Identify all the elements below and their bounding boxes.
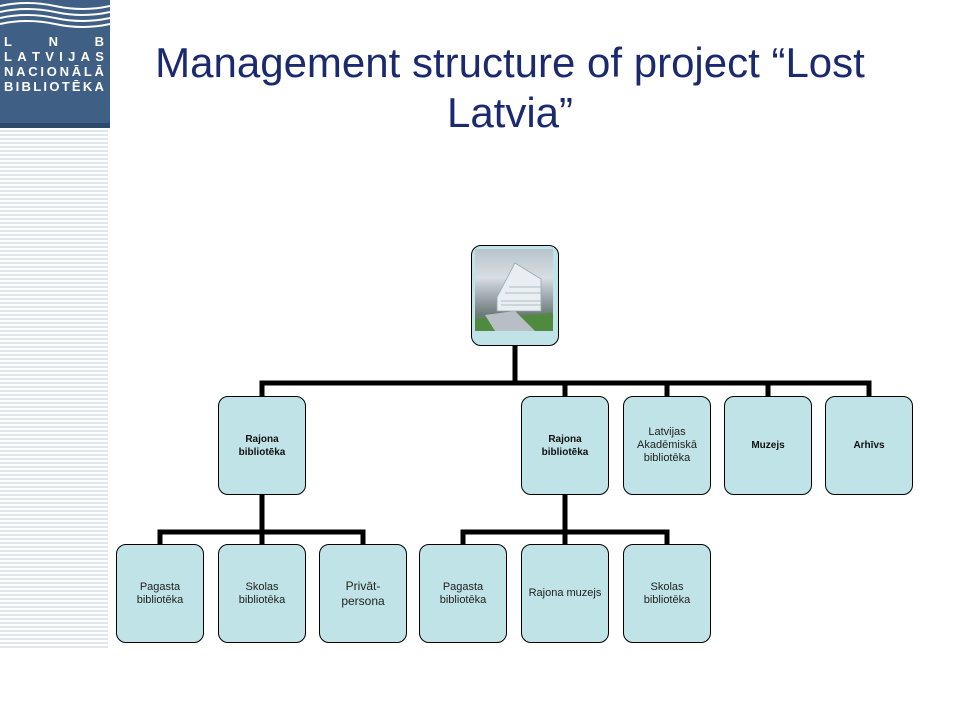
logo-letter: O: [46, 64, 57, 79]
node-latvijas-akademiska-biblioteka: Latvijas Akadēmiskā bibliotēka: [623, 396, 711, 495]
logo-letter: A: [16, 64, 26, 79]
logo-letter: J: [68, 49, 76, 64]
logo-letter: I: [15, 79, 20, 94]
logo-letter: C: [28, 64, 38, 79]
logo-letter: N: [4, 64, 14, 79]
logo-letter: T: [31, 49, 40, 64]
building-icon: [475, 262, 553, 331]
waves-icon: [0, 2, 110, 28]
logo-letter: B: [94, 34, 104, 49]
logo-letter: O: [49, 79, 60, 94]
node-muzejs: Muzejs: [724, 396, 812, 495]
logo-letter: Ā: [94, 64, 104, 79]
node-a-pagasta-biblioteka: Pagasta bibliotēka: [116, 544, 204, 643]
logo-letter: N: [59, 64, 69, 79]
node-b-skolas-biblioteka: Skolas bibliotēka: [623, 544, 711, 643]
page-title: Management structure of project “Lost La…: [155, 39, 865, 136]
logo-letter: I: [59, 49, 63, 64]
logo-letter: A: [17, 49, 27, 64]
logo-letter: L: [33, 79, 42, 94]
logo-letter: Ā: [71, 64, 82, 79]
logo-letter: L: [4, 49, 12, 64]
logo-letter: A: [80, 49, 90, 64]
logo-letter: S: [95, 49, 104, 64]
logo-letter: T: [61, 79, 70, 94]
node-rajona-biblioteka-1: Rajona bibliotēka: [218, 396, 306, 495]
node-rajona-biblioteka-2: Rajona bibliotēka: [521, 396, 609, 495]
logo-letter: L: [83, 64, 92, 79]
logo-letter: V: [45, 49, 54, 64]
root-node: [471, 245, 559, 346]
logo-letter: B: [4, 79, 14, 94]
node-a-skolas-biblioteka: Skolas bibliotēka: [218, 544, 306, 643]
logo-letter: B: [21, 79, 31, 94]
node-a-privat-persona: Privāt-persona: [319, 544, 407, 643]
node-b-rajona-muzejs: Rajona muzejs: [521, 544, 609, 643]
logo-letter: K: [82, 79, 93, 94]
logo-underline: [0, 123, 110, 128]
logo-letter: L: [4, 34, 12, 49]
logo-letter: I: [40, 64, 44, 79]
library-building-photo: [475, 249, 553, 331]
logo-letter: N: [48, 34, 58, 49]
node-arhivs: Arhīvs: [825, 396, 913, 495]
logo-letter: A: [94, 79, 104, 94]
logo-letter: I: [43, 79, 48, 94]
node-b-pagasta-biblioteka: Pagasta bibliotēka: [419, 544, 507, 643]
logo-letter: Ē: [71, 79, 81, 94]
